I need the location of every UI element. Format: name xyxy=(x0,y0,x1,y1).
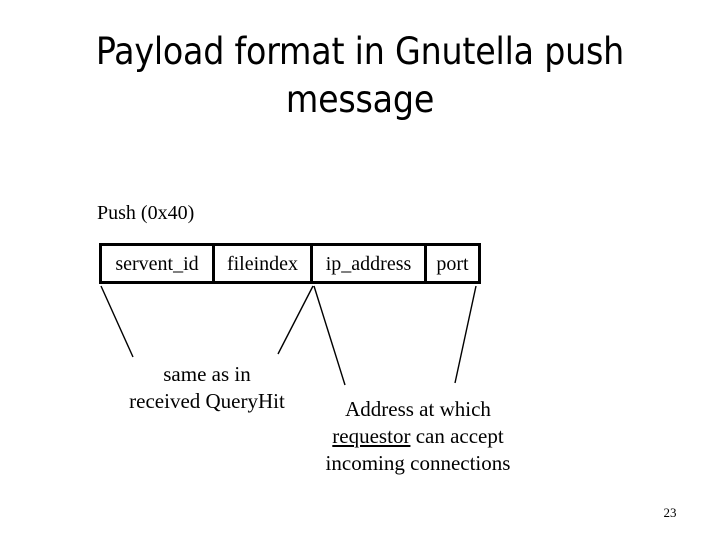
packet-field-fileindex: fileindex xyxy=(215,246,313,281)
annotation-right-line-3: incoming connections xyxy=(325,451,511,475)
annotation-left-line-2: received QueryHit xyxy=(129,389,285,413)
packet-field-ip-address: ip_address xyxy=(313,246,427,281)
leader-line-servent-id xyxy=(100,285,134,358)
packet-caption: Push (0x40) xyxy=(97,202,195,224)
annotation-servent-id: same as in received QueryHit xyxy=(107,361,307,415)
leader-line-port xyxy=(454,285,477,384)
packet-field-port: port xyxy=(436,252,469,275)
annotation-left-line-1: same as in xyxy=(163,362,251,386)
annotation-address: Address at which requestor can accept in… xyxy=(308,396,528,477)
leader-line-ip-address xyxy=(313,285,346,386)
page-number: 23 xyxy=(663,505,677,520)
annotation-right-line-1: Address at which xyxy=(345,397,491,421)
packet-format-table: servent_id fileindex ip_address port xyxy=(99,243,481,284)
annotation-right-line-2-rest: can accept xyxy=(410,424,504,448)
page-title: Payload format in Gnutella push message xyxy=(95,30,625,121)
annotation-requestor-emphasis: requestor xyxy=(332,424,411,448)
leader-line-fileindex xyxy=(277,285,314,355)
packet-field-servent-id: servent_id xyxy=(102,246,215,281)
annotation-right-line-2: requestor can accept xyxy=(308,423,528,450)
